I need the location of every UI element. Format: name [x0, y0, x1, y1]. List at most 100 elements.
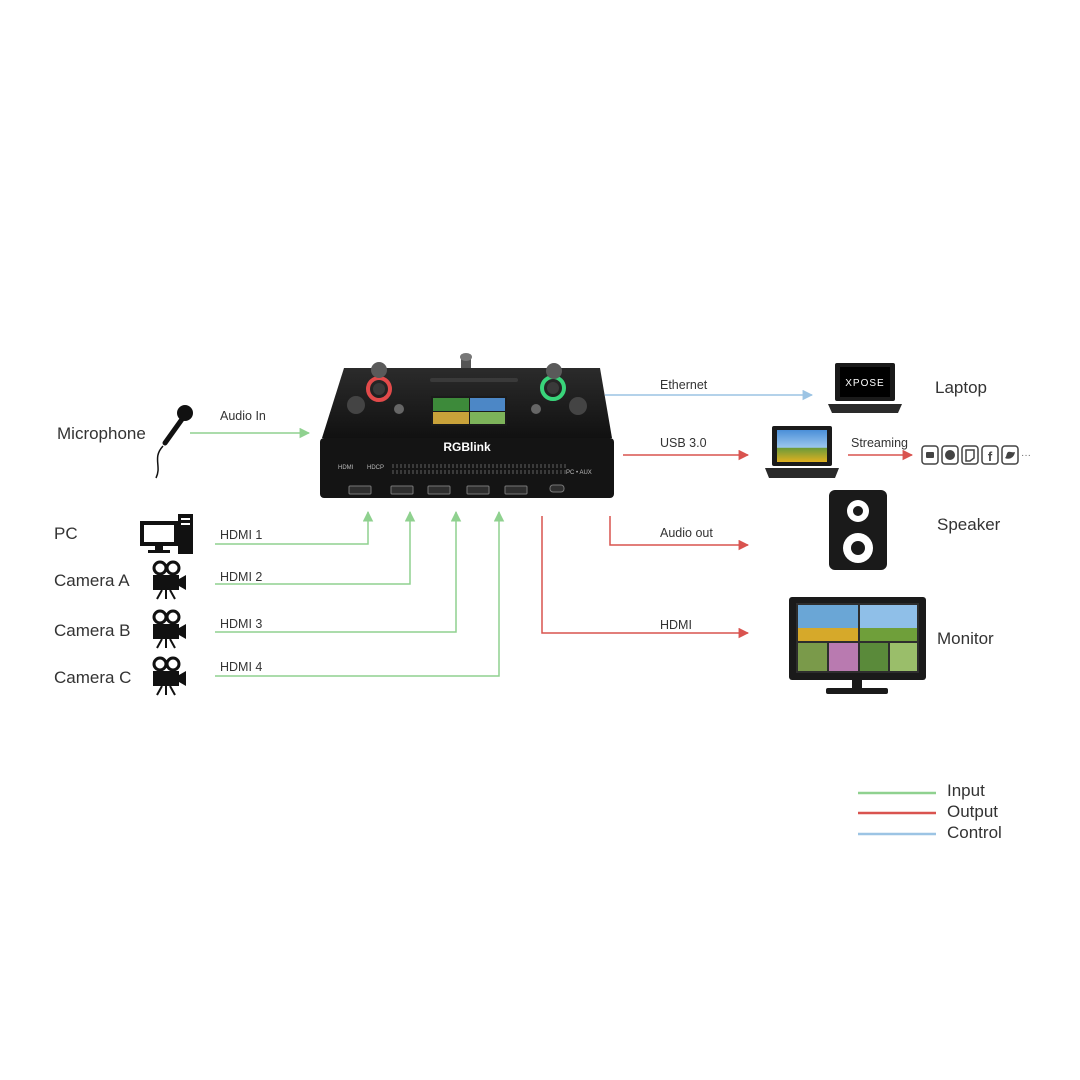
audio-out-line — [609, 516, 750, 551]
streaming-platforms: f ··· — [921, 445, 1031, 465]
hdmi-port — [427, 485, 451, 495]
vent-slot — [448, 464, 450, 468]
camera-b-icon — [152, 609, 186, 649]
vent-slot — [488, 470, 490, 474]
vent-slot — [480, 464, 482, 468]
vent-slot — [548, 470, 550, 474]
vent-slot — [544, 464, 546, 468]
vent-slot — [500, 464, 502, 468]
vent-slot — [516, 470, 518, 474]
laptop-screen-text: XPOSE — [845, 378, 884, 389]
hdmi3-line — [215, 510, 462, 633]
ethernet-label: Ethernet — [660, 378, 708, 392]
vent-slot — [436, 470, 438, 474]
vent-slot — [512, 464, 514, 468]
vent-slot — [560, 464, 562, 468]
vent-slot — [448, 470, 450, 474]
legend: Input Output Control — [858, 781, 1002, 842]
vent-slot — [392, 470, 394, 474]
vent-slot — [404, 464, 406, 468]
vent-slot — [544, 470, 546, 474]
vent-slot — [440, 464, 442, 468]
vent-slot — [524, 470, 526, 474]
svg-text:f: f — [988, 449, 993, 464]
vent-slot — [476, 464, 478, 468]
vent-slot — [452, 464, 454, 468]
connection-lines — [190, 389, 914, 677]
vent-slot — [560, 470, 562, 474]
hdmi-port — [504, 485, 528, 495]
legend-input-label: Input — [947, 781, 985, 800]
monitor-icon — [789, 597, 926, 694]
vent-slot — [396, 464, 398, 468]
hdmi2-label: HDMI 2 — [220, 570, 262, 584]
hdmi-port — [348, 485, 372, 495]
vent-slot — [452, 470, 454, 474]
vent-slot — [464, 464, 466, 468]
vent-slot — [524, 464, 526, 468]
audio-in-label: Audio In — [220, 409, 266, 423]
hdmi-out-label: HDMI — [660, 618, 692, 632]
vent-slot — [424, 464, 426, 468]
device-brand: RGBlink — [443, 440, 491, 454]
vent-slot — [564, 470, 566, 474]
device-vent — [392, 464, 566, 474]
vent-slot — [504, 470, 506, 474]
vent-slot — [432, 470, 434, 474]
vent-slot — [444, 470, 446, 474]
vent-slot — [528, 470, 530, 474]
vent-slot — [556, 470, 558, 474]
camera-a-label: Camera A — [54, 571, 130, 590]
vent-slot — [536, 464, 538, 468]
hdmi3-label: HDMI 3 — [220, 617, 262, 631]
camera-c-icon — [152, 656, 186, 696]
microphone-icon — [155, 405, 193, 479]
vent-slot — [488, 464, 490, 468]
hdmi4-label: HDMI 4 — [220, 660, 262, 674]
pc-icon — [140, 514, 193, 554]
device-panel-text-aux: PC • AUX — [566, 470, 592, 476]
camera-a-icon — [152, 560, 186, 600]
vent-slot — [456, 464, 458, 468]
vent-slot — [408, 464, 410, 468]
vent-slot — [440, 470, 442, 474]
microphone-label: Microphone — [57, 424, 146, 443]
laptop-xpose-icon: XPOSE — [828, 363, 902, 413]
vent-slot — [408, 470, 410, 474]
vent-slot — [404, 470, 406, 474]
vent-slot — [504, 464, 506, 468]
vent-slot — [400, 470, 402, 474]
vent-slot — [532, 470, 534, 474]
vent-slot — [552, 470, 554, 474]
vent-slot — [520, 470, 522, 474]
vent-slot — [420, 470, 422, 474]
vent-slot — [396, 470, 398, 474]
legend-control-label: Control — [947, 823, 1002, 842]
vent-slot — [464, 470, 466, 474]
vent-slot — [484, 464, 486, 468]
hdmi4-line — [215, 510, 505, 677]
hdmi-out-line — [541, 516, 750, 639]
vent-slot — [412, 470, 414, 474]
camera-b-label: Camera B — [54, 621, 131, 640]
vent-slot — [480, 470, 482, 474]
vent-slot — [508, 470, 510, 474]
hdmi-port — [390, 485, 414, 495]
speaker-label: Speaker — [937, 515, 1001, 534]
svg-text:···: ··· — [1021, 450, 1031, 461]
vent-slot — [476, 470, 478, 474]
monitor-label: Monitor — [937, 629, 994, 648]
hdmi1-line — [215, 510, 374, 545]
vent-slot — [468, 470, 470, 474]
vent-slot — [428, 464, 430, 468]
vent-slot — [444, 464, 446, 468]
vent-slot — [436, 464, 438, 468]
hdmi1-label: HDMI 1 — [220, 528, 262, 542]
vent-slot — [468, 464, 470, 468]
facebook-icon — [981, 445, 999, 465]
vent-slot — [460, 470, 462, 474]
vent-slot — [496, 470, 498, 474]
vent-slot — [412, 464, 414, 468]
vent-slot — [416, 470, 418, 474]
vent-slot — [516, 464, 518, 468]
